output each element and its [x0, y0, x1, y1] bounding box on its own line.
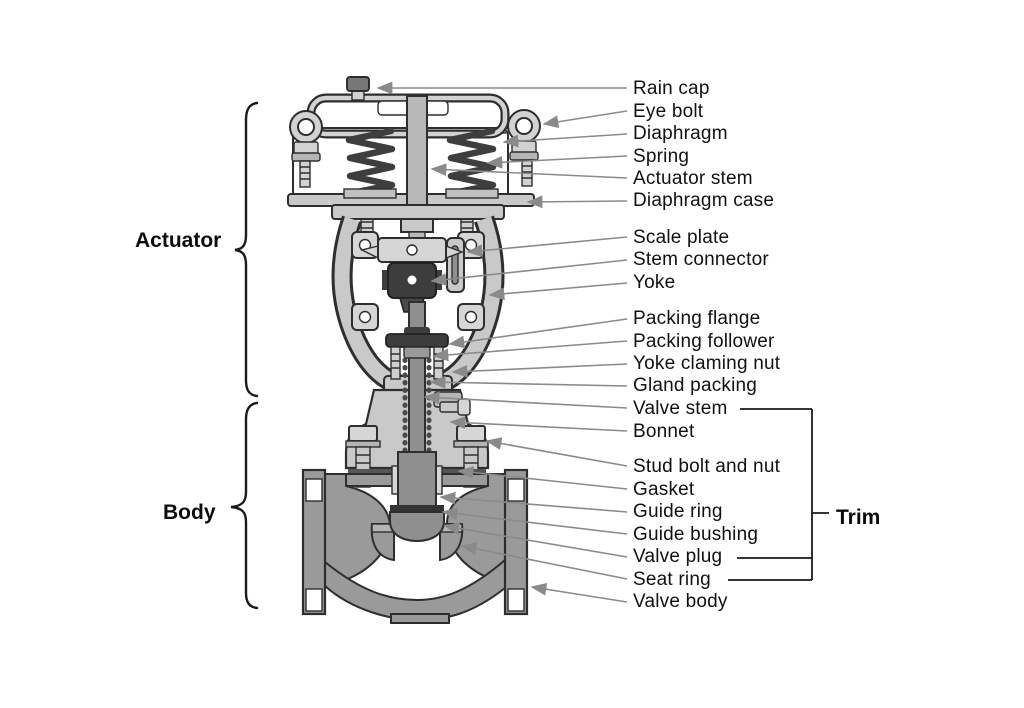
label-stem-connector: Stem connector [633, 249, 769, 270]
valve-stem-drawing [408, 301, 426, 459]
yoke-drawing [331, 204, 505, 397]
body-brace [230, 401, 259, 610]
actuator-brace [234, 101, 259, 398]
label-rain-cap: Rain cap [633, 78, 710, 99]
label-bonnet: Bonnet [633, 421, 695, 442]
label-gland-packing: Gland packing [633, 375, 758, 396]
label-valve-body: Valve body [633, 591, 728, 612]
valve-plug-drawing [389, 451, 445, 543]
trim-bracket [728, 408, 829, 581]
stem-connector-drawing [359, 237, 464, 313]
label-scale-plate: Scale plate [633, 227, 730, 248]
gland-packing-drawing [402, 357, 432, 455]
group-label-body: Body [163, 501, 216, 524]
label-guide-bushing: Guide bushing [633, 524, 759, 545]
label-yoke-claming-nut: Yoke claming nut [633, 353, 781, 374]
label-valve-stem: Valve stem [633, 398, 728, 419]
group-label-actuator: Actuator [135, 229, 222, 252]
scale-plate-drawing [446, 237, 465, 293]
valve-body-drawing [301, 468, 529, 624]
label-valve-plug: Valve plug [633, 546, 723, 567]
label-diaphragm: Diaphragm [633, 123, 728, 144]
label-packing-follower: Packing follower [633, 331, 775, 352]
label-packing-flange: Packing flange [633, 308, 761, 329]
label-eye-bolt: Eye bolt [633, 101, 704, 122]
label-actuator-stem: Actuator stem [633, 168, 753, 189]
label-guide-ring: Guide ring [633, 501, 723, 522]
label-seat-ring: Seat ring [633, 569, 711, 590]
leader-lines [376, 81, 628, 603]
label-stud-bolt-and-nut: Stud bolt and nut [633, 456, 781, 477]
label-spring: Spring [633, 146, 690, 167]
packing-flange-drawing [385, 327, 449, 380]
spring-drawing [345, 127, 497, 197]
rain-cap-drawing [346, 76, 370, 101]
group-label-trim: Trim [836, 506, 881, 529]
label-gasket: Gasket [633, 479, 695, 500]
label-diaphragm-case: Diaphragm case [633, 190, 775, 211]
label-yoke: Yoke [633, 272, 676, 293]
